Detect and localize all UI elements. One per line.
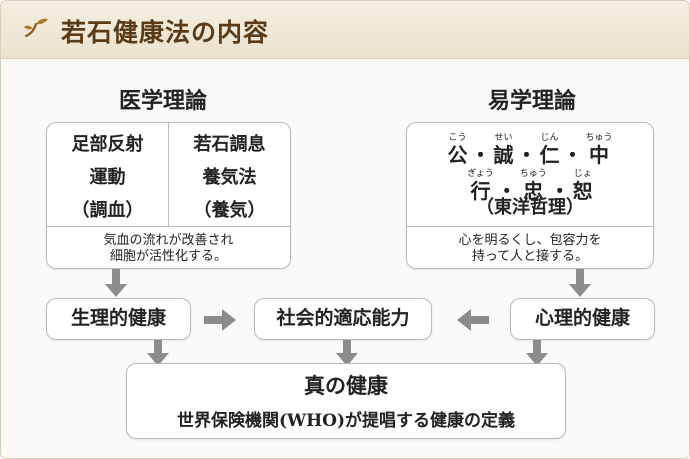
iching-note-line: 持って人と接する。 (471, 249, 589, 264)
medical-theory-box: 足部反射 運動 （調血） 若石調息 養気法 （養気） 気血の流れが改善され 細胞… (46, 122, 291, 269)
iching-theory-box: こう公 ・ せい誠 ・ じん仁 ・ ちゅう中 ぎょう行 ・ ちゅう忠 ・ じょ恕… (406, 122, 654, 269)
eastern-philosophy-label: （東洋哲理） (476, 197, 584, 218)
separator-dot: ・ (470, 143, 491, 167)
true-health-box: 真の健康 世界保険機関(WHO)が提唱する健康の定義 (126, 363, 566, 439)
medical-divider-horizontal (47, 226, 290, 227)
header-bar: 若石健康法の内容 (1, 1, 689, 59)
virtue-char: 公 (447, 143, 468, 167)
medical-right-line: 若石調息 (193, 134, 266, 155)
virtues-row-2: ぎょう行 ・ ちゅう忠 ・ じょ恕 (407, 161, 653, 203)
iching-divider-horizontal (407, 226, 653, 227)
separator-dot: ・ (496, 179, 517, 203)
virtue-char: 恕 (572, 179, 593, 203)
medical-note-line: 気血の流れが改善され (103, 233, 234, 248)
down-arrow-icon (526, 340, 548, 366)
ruby-reading: じん (540, 133, 559, 143)
down-arrow-icon (336, 340, 358, 366)
ruby-reading: ちゅう (585, 133, 613, 143)
ruby-reading: じょ (573, 169, 592, 179)
medical-left-line: 運動 (89, 167, 126, 188)
medical-divider-vertical (168, 123, 169, 226)
right-arrow-icon (204, 309, 236, 331)
true-health-title: 真の健康 (304, 373, 388, 398)
medical-left-line: （調血） (71, 200, 144, 221)
social-adaptability-box: 社会的適応能力 (254, 298, 432, 340)
separator-dot: ・ (549, 179, 570, 203)
medical-right-column: 若石調息 養気法 （養気） (169, 128, 290, 227)
virtue-char: 誠 (493, 143, 514, 167)
iching-note-line: 心を明るくし、包容力を (458, 233, 602, 248)
medical-left-column: 足部反射 運動 （調血） (47, 128, 168, 227)
virtue-char: 忠 (523, 179, 544, 203)
medical-note-line: 細胞が活性化する。 (109, 249, 227, 264)
sprout-icon (24, 18, 48, 38)
iching-theory-title: 易学理論 (488, 88, 577, 114)
ruby-reading: せい (494, 133, 513, 143)
medical-right-line: （養気） (193, 200, 266, 221)
ruby-reading: ちゅう (519, 169, 547, 179)
physiological-health-box: 生理的健康 (46, 298, 191, 340)
down-arrow-icon (569, 269, 591, 297)
down-arrow-icon (147, 340, 169, 366)
page-title: 若石健康法の内容 (61, 18, 270, 47)
virtue-char: 中 (588, 143, 609, 167)
left-arrow-icon (457, 309, 489, 331)
iching-note: 心を明るくし、包容力を 持って人と接する。 (407, 233, 653, 265)
separator-dot: ・ (562, 143, 583, 167)
medical-right-line: 養気法 (202, 167, 257, 188)
separator-dot: ・ (516, 143, 537, 167)
who-definition-text: 世界保険機関(WHO)が提唱する健康の定義 (176, 411, 516, 431)
medical-note: 気血の流れが改善され 細胞が活性化する。 (47, 233, 290, 265)
virtues-row-1: こう公 ・ せい誠 ・ じん仁 ・ ちゅう中 (407, 125, 653, 167)
ruby-reading: こう (448, 133, 467, 143)
down-arrow-icon (105, 269, 127, 297)
ruby-reading: ぎょう (467, 169, 494, 179)
medical-left-line: 足部反射 (71, 134, 144, 155)
medical-theory-title: 医学理論 (119, 88, 208, 114)
psychological-health-box: 心理的健康 (510, 298, 655, 340)
virtue-char: 行 (470, 179, 491, 203)
virtue-char: 仁 (539, 143, 560, 167)
